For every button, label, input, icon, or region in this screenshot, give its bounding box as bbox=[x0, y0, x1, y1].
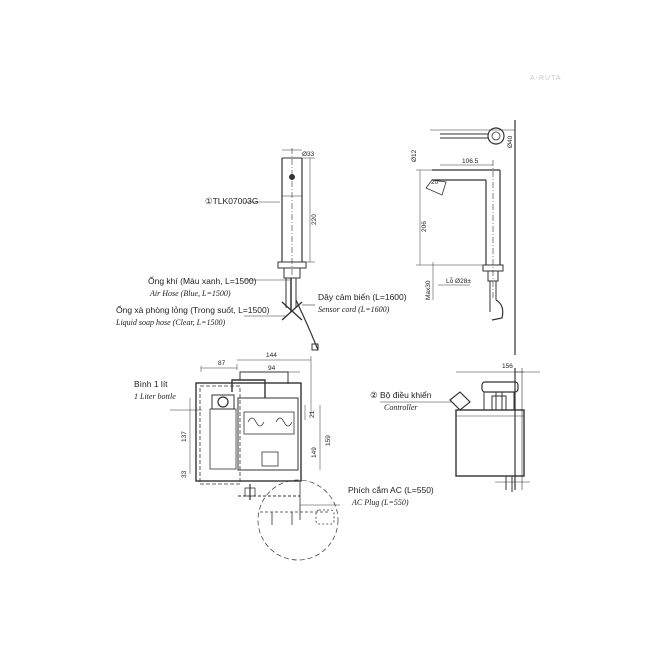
dim-h33: 33 bbox=[181, 470, 188, 478]
soap-hose-label-vi: Ống xà phòng lỏng (Trong suốt, L=1500) bbox=[116, 304, 270, 315]
dim-h159: 159 bbox=[325, 435, 332, 446]
labels: A-RUTA ①TLK07003G Ống khí (Màu xanh, L=1… bbox=[115, 75, 562, 507]
dim-w87: 87 bbox=[218, 360, 226, 367]
dim-angle20: 20° bbox=[431, 178, 441, 186]
watermark-text: A-RUTA bbox=[530, 75, 562, 82]
bottle-box-plan-view bbox=[170, 356, 340, 561]
dim-h21: 21 bbox=[309, 410, 316, 418]
dim-w106-5: 106.5 bbox=[462, 158, 479, 165]
dim-d40: Ø40 bbox=[507, 135, 514, 148]
dim-d12: Ø12 bbox=[411, 149, 418, 162]
dim-h206: 206 bbox=[421, 221, 428, 232]
air-hose-label-en: Air Hose (Blue, L=1500) bbox=[149, 289, 231, 298]
bottle-label-vi: Bình 1 lít bbox=[134, 379, 168, 389]
sensor-cord-label-en: Sensor cord (L=1600) bbox=[318, 305, 390, 314]
faucet-side-view bbox=[416, 120, 516, 355]
dim-max30: Max30 bbox=[425, 280, 432, 300]
dim-w156: 156 bbox=[502, 363, 513, 370]
dim-h137: 137 bbox=[181, 431, 188, 442]
ac-plug-label-vi: Phích cắm AC (L=550) bbox=[348, 485, 434, 495]
soap-hose-label-en: Liquid soap hose (Clear, L=1500) bbox=[115, 318, 226, 327]
air-hose-label-vi: Ống khí (Màu xanh, L=1500) bbox=[148, 275, 257, 286]
dim-lo: Lỗ Ø28± bbox=[446, 276, 471, 285]
bottle-label-en: 1 Liter bottle bbox=[134, 392, 176, 401]
dim-w94: 94 bbox=[268, 365, 276, 372]
ac-plug-label-en: AC Plug (L=550) bbox=[351, 498, 409, 507]
dim-d33: Ø33 bbox=[302, 151, 315, 158]
model-label: ①TLK07003G bbox=[205, 196, 258, 206]
dim-w144: 144 bbox=[266, 352, 277, 359]
sensor-cord-label-vi: Dây cảm biến (L=1600) bbox=[318, 292, 407, 302]
faucet-front-view bbox=[244, 148, 319, 351]
controller-view bbox=[380, 368, 540, 492]
controller-label-vi: ② Bộ điều khiển bbox=[370, 390, 432, 400]
dim-h220: 220 bbox=[311, 214, 318, 225]
dim-h149: 149 bbox=[311, 447, 318, 458]
controller-label-en: Controller bbox=[384, 403, 418, 412]
dimensions: Ø33 220 Ø12 Ø40 106.5 206 20° Max30 Lỗ Ø… bbox=[181, 135, 514, 478]
